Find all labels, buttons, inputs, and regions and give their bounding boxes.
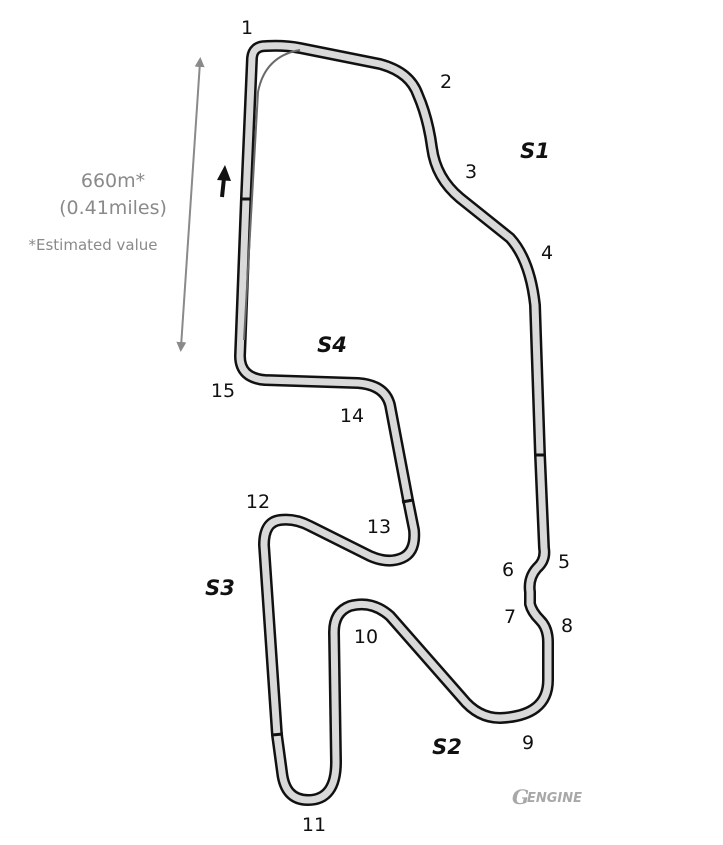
turn-label-2: 2 xyxy=(440,71,452,93)
turn-label-12: 12 xyxy=(246,491,270,513)
sector-label-s1: S1 xyxy=(520,139,550,163)
svg-text:G: G xyxy=(512,785,529,809)
turn-label-7: 7 xyxy=(504,606,516,628)
turn-label-8: 8 xyxy=(561,615,573,637)
length-meters: 660m* xyxy=(81,170,145,192)
turn-label-11: 11 xyxy=(302,814,326,836)
turn-label-6: 6 xyxy=(502,559,514,581)
turn-label-15: 15 xyxy=(211,380,235,402)
pit-lane xyxy=(243,49,301,341)
sector-label-s3: S3 xyxy=(205,576,235,600)
track-surface xyxy=(236,42,552,804)
sector-label-s2: S2 xyxy=(432,735,462,759)
gtengine-logo: G ENGINE xyxy=(512,785,582,809)
sector-label-s4: S4 xyxy=(317,333,347,357)
turn-label-13: 13 xyxy=(367,516,391,538)
turn-label-14: 14 xyxy=(340,405,364,427)
turn-label-3: 3 xyxy=(465,161,477,183)
sector-marker-s3 xyxy=(271,732,284,737)
turn-label-5: 5 xyxy=(558,551,570,573)
estimated-note: *Estimated value xyxy=(28,236,157,254)
turn-label-4: 4 xyxy=(541,242,553,264)
measurement-line xyxy=(176,57,205,352)
up-arrow-icon xyxy=(217,165,231,198)
turn-label-9: 9 xyxy=(522,732,534,754)
svg-text:ENGINE: ENGINE xyxy=(527,791,582,806)
turn-label-1: 1 xyxy=(241,17,253,39)
sector-marker-s4 xyxy=(401,498,414,504)
length-miles: (0.41miles) xyxy=(59,197,167,219)
turn-label-10: 10 xyxy=(354,626,378,648)
